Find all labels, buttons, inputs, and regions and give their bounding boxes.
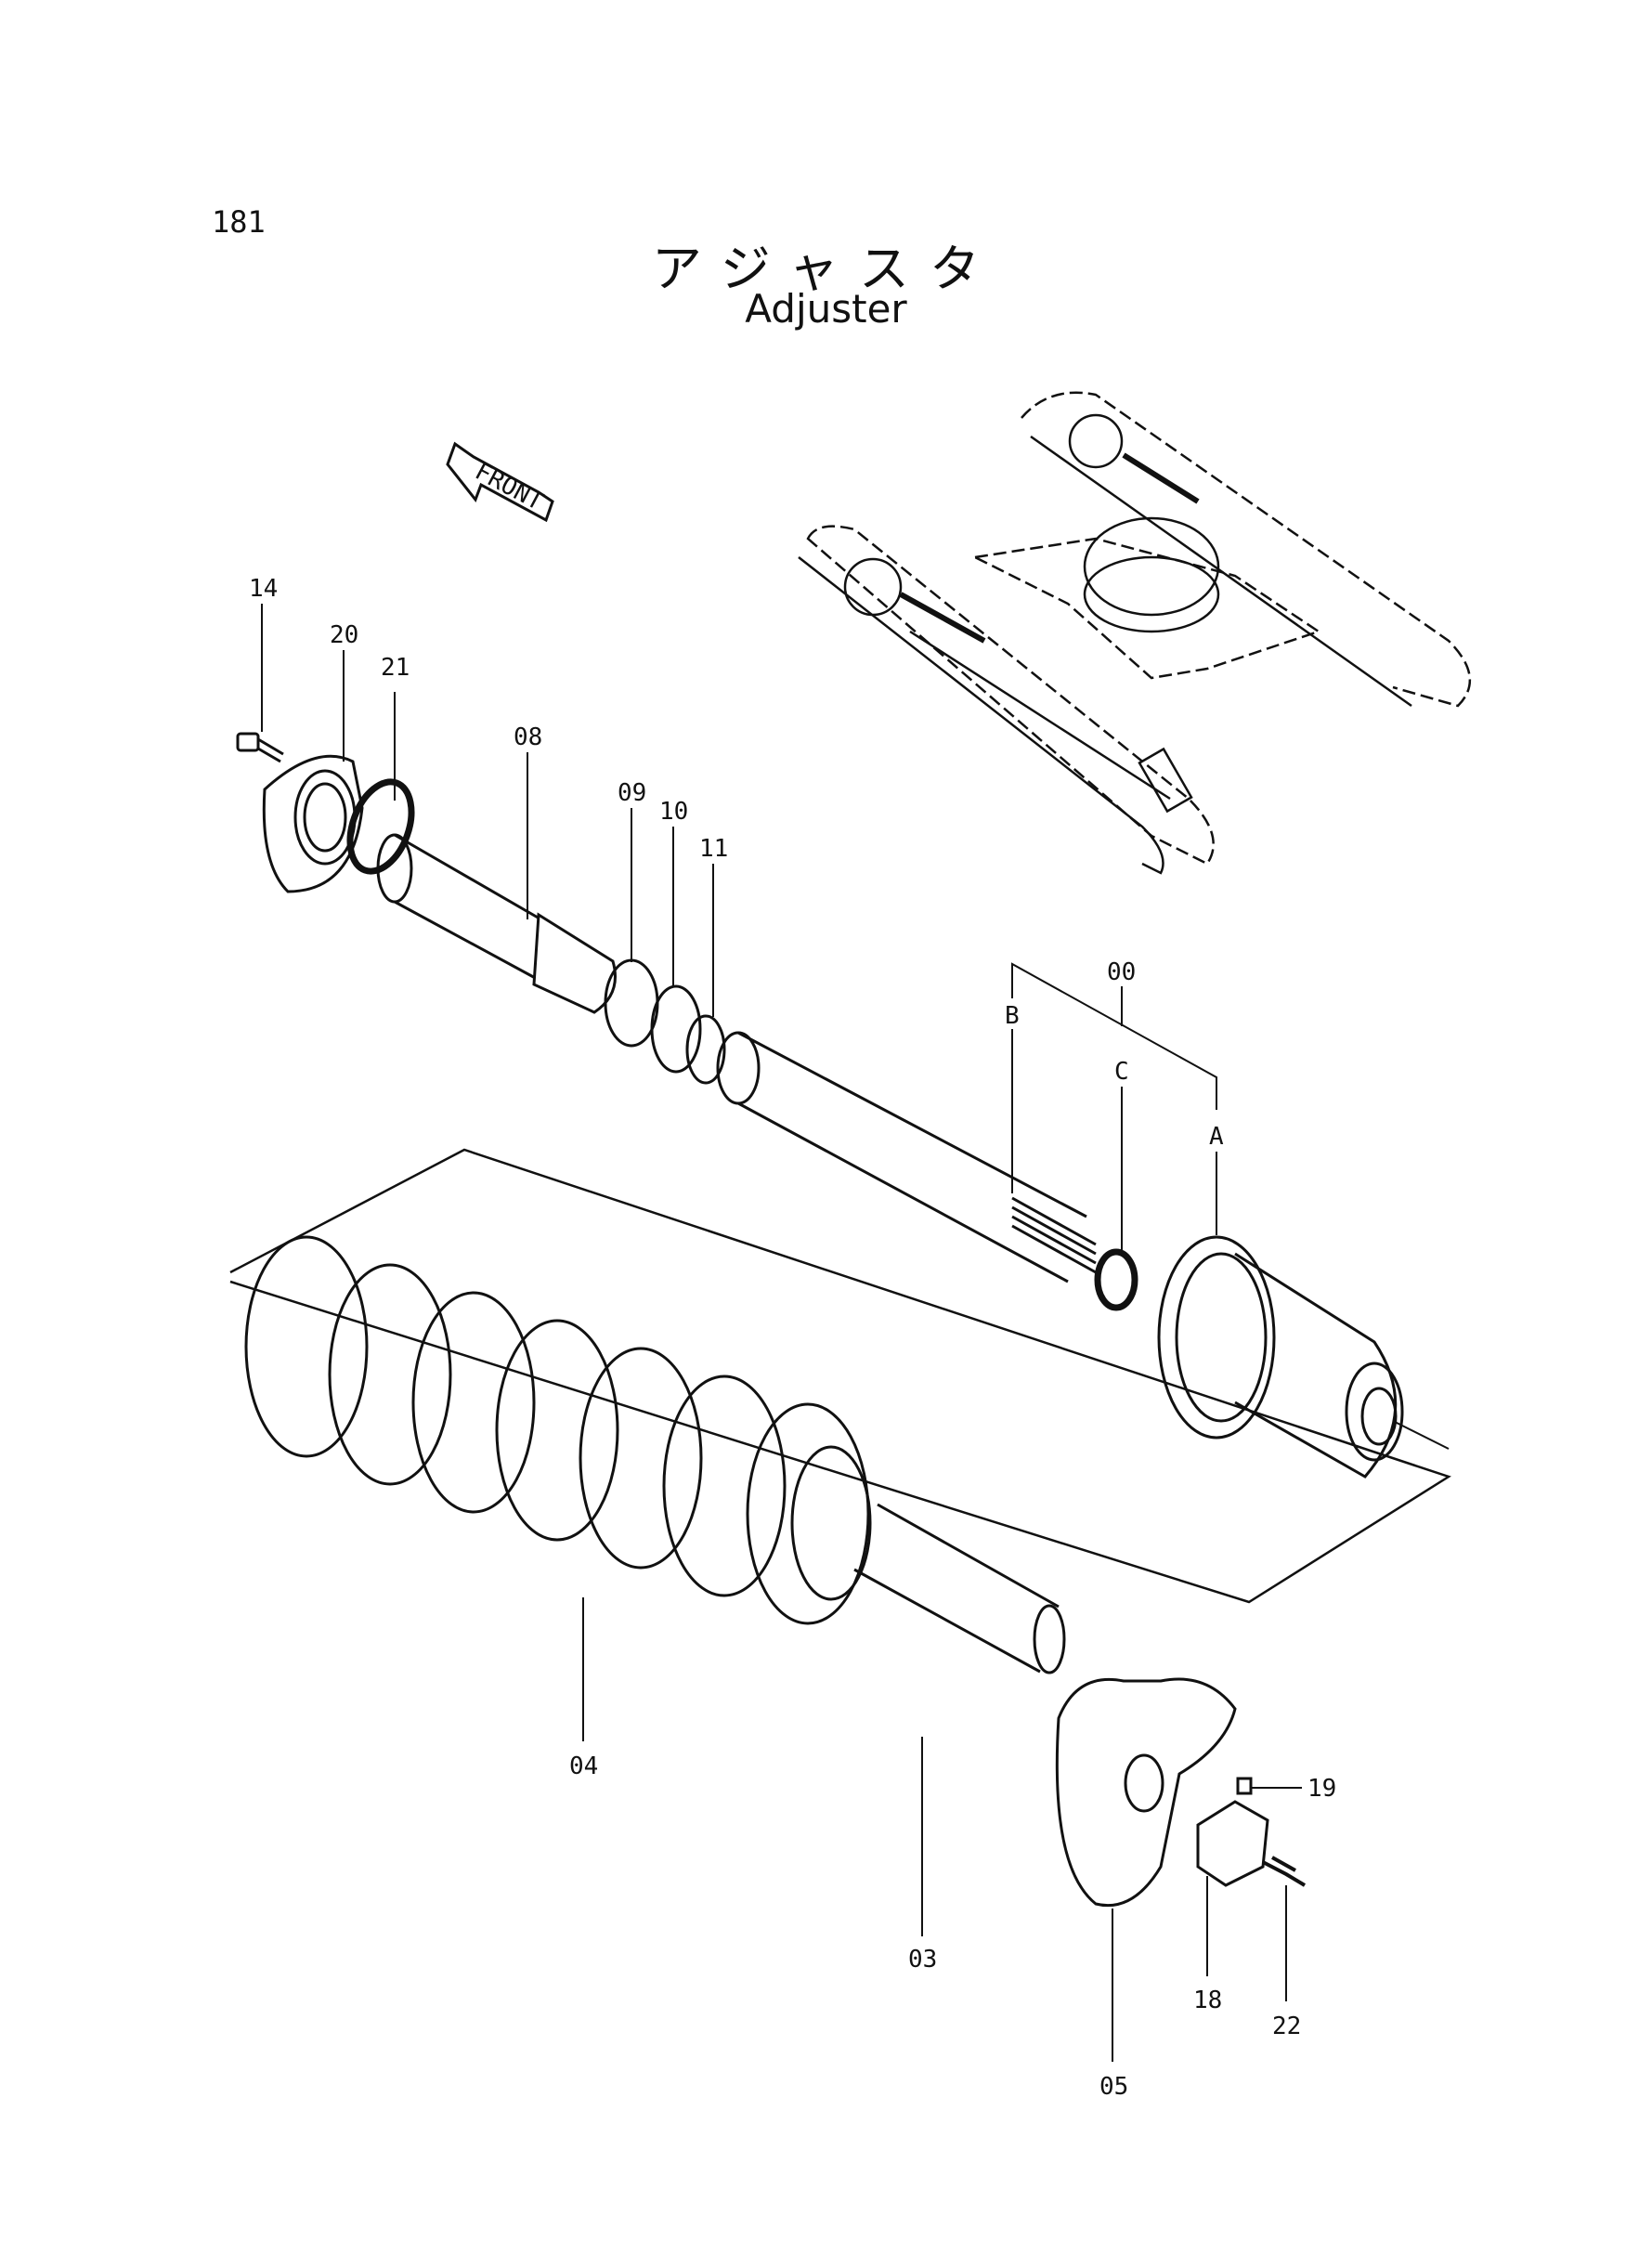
front-arrow-label: FRONT — [470, 458, 547, 516]
undercarriage-reference-sketch — [798, 391, 1472, 875]
callout-14: 14 — [249, 575, 278, 603]
callout-09: 09 — [618, 779, 646, 807]
part-22-grease-fitting — [1262, 1856, 1307, 1887]
front-arrow-icon: FRONT — [446, 441, 554, 523]
part-04-spring — [244, 1235, 872, 1625]
callout-b: B — [1005, 1002, 1020, 1030]
part-19-plug — [1236, 1777, 1253, 1795]
part-05-bracket — [1055, 1677, 1237, 1908]
page-number: 181 — [212, 204, 266, 240]
part-08-rod — [376, 833, 617, 1014]
part-20-flange — [262, 754, 364, 893]
part-21-o-ring — [346, 778, 415, 875]
callout-22: 22 — [1272, 2013, 1301, 2040]
callout-18: 18 — [1193, 1987, 1222, 2014]
callout-20: 20 — [330, 621, 358, 649]
callout-04: 04 — [569, 1752, 598, 1780]
part-c-o-ring — [1094, 1248, 1138, 1311]
callout-00: 00 — [1107, 958, 1136, 986]
callout-11: 11 — [699, 835, 728, 863]
part-09-packing — [604, 958, 659, 1048]
spring-group-frame — [229, 1148, 1451, 1604]
part-10-ring — [650, 984, 702, 1074]
callout-19: 19 — [1307, 1775, 1336, 1803]
callout-c: C — [1114, 1058, 1129, 1086]
callout-a: A — [1209, 1123, 1224, 1151]
part-00-cylinder-assembly — [716, 1031, 1450, 1479]
part-03-bar — [853, 1503, 1066, 1674]
page-title-japanese: アジャスタ — [651, 240, 1001, 298]
callout-05: 05 — [1099, 2073, 1128, 2101]
part-18-nut — [1196, 1800, 1269, 1887]
leader-lines — [261, 604, 1302, 2062]
part-14-bolt — [236, 732, 284, 763]
callout-21: 21 — [381, 654, 410, 682]
callout-08: 08 — [514, 723, 542, 751]
callout-03: 03 — [908, 1946, 937, 1974]
callout-10: 10 — [659, 798, 688, 826]
part-11-snap-ring — [685, 1014, 726, 1085]
page-title-english: Adjuster — [745, 286, 907, 332]
